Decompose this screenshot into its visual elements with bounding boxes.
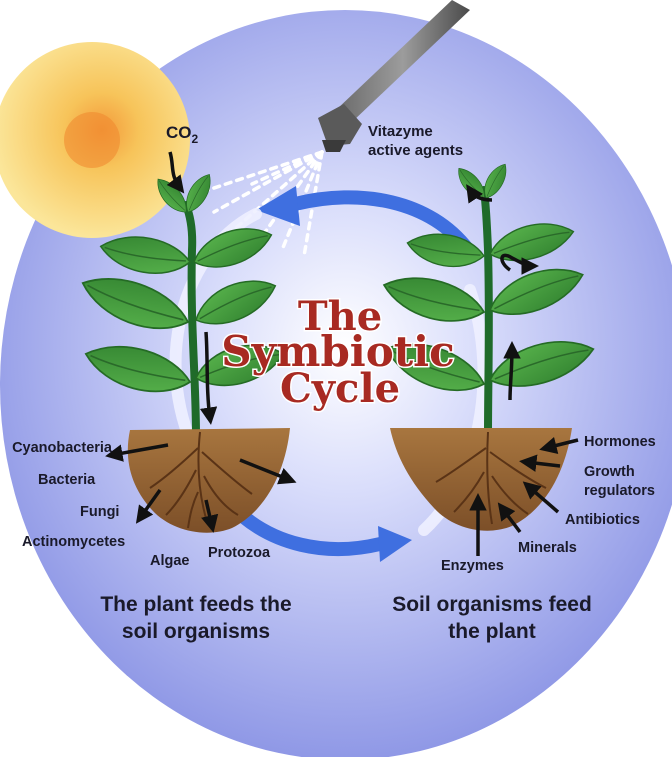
label-enzymes: Enzymes xyxy=(441,558,504,574)
label-hormones: Hormones xyxy=(584,434,656,450)
caption-right-line-1: Soil organisms feed xyxy=(392,593,592,616)
label-growth-line-2: regulators xyxy=(584,483,655,499)
label-minerals: Minerals xyxy=(518,540,577,556)
sprayer-label-line-1: Vitazyme xyxy=(368,123,433,140)
label-actinomycetes: Actinomycetes xyxy=(22,534,125,550)
caption-left-line-2: soil organisms xyxy=(122,620,270,643)
label-protozoa: Protozoa xyxy=(208,545,271,561)
caption-right-line-2: the plant xyxy=(448,620,536,643)
label-cyanobacteria: Cyanobacteria xyxy=(12,440,113,456)
label-bacteria: Bacteria xyxy=(38,472,96,488)
label-fungi: Fungi xyxy=(80,504,119,520)
title-line-3: Cycle xyxy=(280,365,400,412)
caption-left-line-1: The plant feeds the xyxy=(100,593,291,616)
label-antibiotics: Antibiotics xyxy=(565,512,640,528)
sun-core xyxy=(64,112,120,168)
label-algae: Algae xyxy=(150,553,190,569)
label-growth-line-1: Growth xyxy=(584,464,635,480)
co2-label-main: CO xyxy=(166,123,192,142)
sprayer-label-line-2: active agents xyxy=(368,142,463,159)
co2-label-sub: 2 xyxy=(192,132,199,146)
